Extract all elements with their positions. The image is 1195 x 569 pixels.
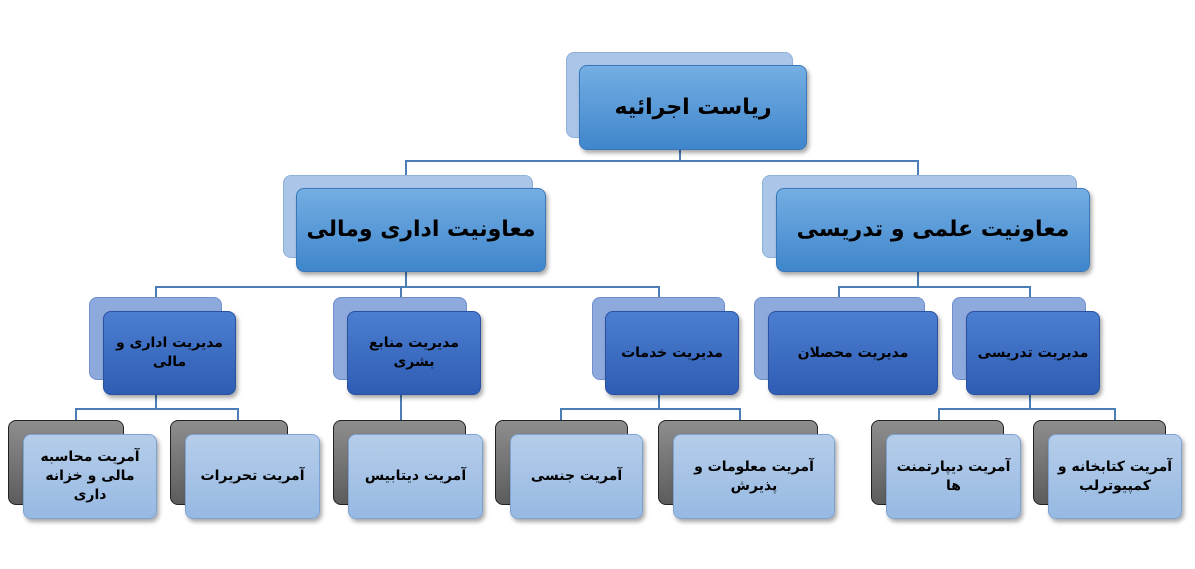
connector bbox=[938, 408, 940, 421]
node-directorate-admin-finance: مدیریت اداری و مالی bbox=[103, 311, 236, 395]
node-unit-correspondence: آمریت تحریرات bbox=[185, 434, 320, 519]
connector bbox=[237, 408, 239, 421]
connector bbox=[1114, 408, 1116, 421]
node-unit-accounting-treasury: آمریت محاسبه مالی و خزانه داری bbox=[23, 434, 157, 519]
connector bbox=[560, 408, 741, 410]
node-directorate-students: مدیریت محصلان bbox=[768, 311, 938, 395]
connector bbox=[155, 286, 157, 298]
connector bbox=[679, 150, 681, 161]
connector bbox=[400, 395, 402, 421]
node-directorate-teaching: مدیریت تدریسی bbox=[966, 311, 1100, 395]
connector bbox=[75, 408, 238, 410]
connector bbox=[838, 286, 1030, 288]
connector bbox=[917, 160, 919, 176]
node-directorate-hr: مدیریت منابع بشری bbox=[347, 311, 481, 395]
connector bbox=[658, 395, 660, 409]
node-root: ریاست اجرائیه bbox=[579, 65, 807, 150]
connector bbox=[560, 408, 562, 421]
node-unit-gender: آمریت جنسی bbox=[510, 434, 643, 519]
node-directorate-services: مدیریت خدمات bbox=[605, 311, 739, 395]
node-unit-information-admission: آمریت معلومات و پذیرش bbox=[673, 434, 835, 519]
node-unit-library-computer-lab: آمریت کتابخانه و کمپیوترلب bbox=[1048, 434, 1182, 519]
connector bbox=[400, 286, 402, 298]
connector bbox=[405, 160, 407, 176]
connector bbox=[739, 408, 741, 421]
connector bbox=[1029, 395, 1031, 409]
connector bbox=[658, 286, 660, 298]
connector bbox=[155, 286, 660, 288]
node-deputy-admin-finance: معاونیت اداری ومالی bbox=[296, 188, 546, 272]
connector bbox=[405, 160, 919, 162]
connector bbox=[405, 272, 407, 287]
connector bbox=[838, 286, 840, 298]
node-unit-database: آمریت دیتابیس bbox=[348, 434, 483, 519]
connector bbox=[938, 408, 1116, 410]
node-deputy-academic: معاونیت علمی و تدریسی bbox=[776, 188, 1090, 272]
node-unit-departments: آمریت دیپارتمنت ها bbox=[886, 434, 1021, 519]
connector bbox=[917, 272, 919, 287]
connector bbox=[155, 395, 157, 409]
connector bbox=[75, 408, 77, 421]
connector bbox=[1029, 286, 1031, 298]
